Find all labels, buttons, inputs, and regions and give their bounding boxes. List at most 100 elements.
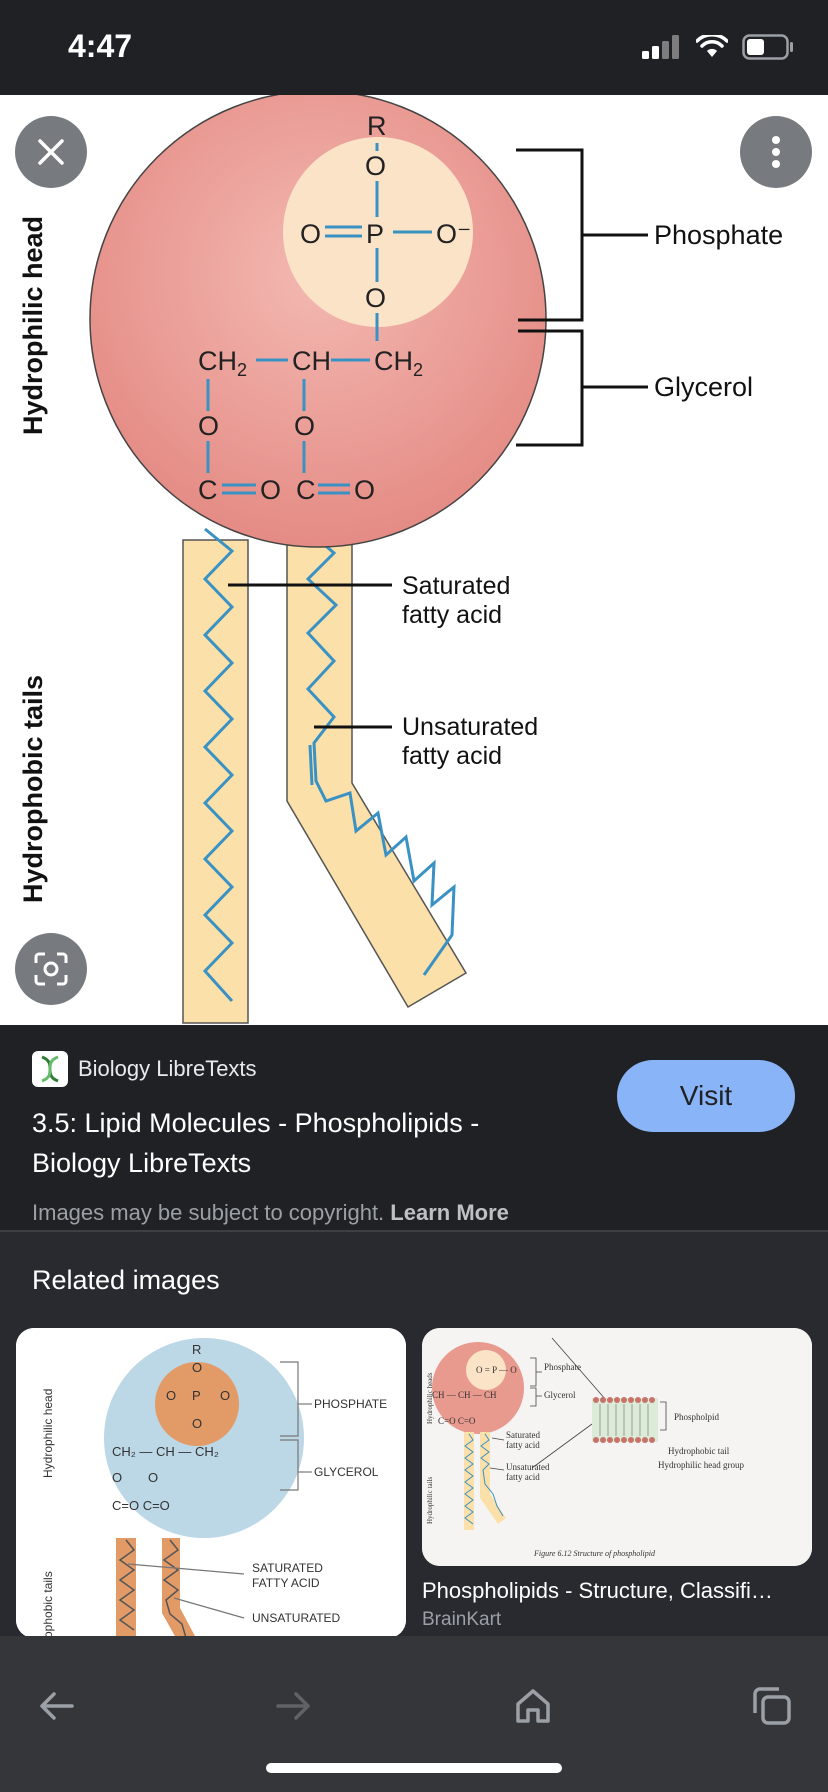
svg-text:C=O C=O: C=O C=O — [438, 1416, 476, 1426]
svg-text:O: O — [192, 1360, 202, 1375]
related-image-2-title[interactable]: Phospholipids - Structure, Classifi… — [422, 1578, 773, 1603]
back-button[interactable] — [26, 1676, 86, 1736]
close-icon — [38, 139, 64, 165]
dna-icon — [41, 1055, 59, 1083]
card1-label-sat1: SATURATED — [252, 1561, 323, 1575]
saturated-tail-shape — [182, 539, 249, 1024]
chem-o-left: O — [300, 219, 321, 249]
chem-o-minus: O⁻ — [436, 219, 471, 249]
chem-ch: CH — [292, 346, 331, 376]
chem-p: P — [366, 219, 384, 249]
result-info-panel: Biology LibreTexts 3.5: Lipid Molecules … — [0, 1025, 828, 1230]
card2-label-glycerol: Glycerol — [544, 1390, 576, 1400]
forward-button[interactable] — [264, 1676, 324, 1736]
result-title[interactable]: 3.5: Lipid Molecules - Phospholipids - B… — [32, 1108, 480, 1178]
card2-label-fatty-acid-2: fatty acid — [506, 1472, 540, 1482]
wifi-icon — [696, 35, 728, 57]
unsaturated-chain — [305, 527, 456, 976]
chem-o-chain-right: O — [294, 411, 315, 441]
chem-c-right: C — [296, 475, 316, 505]
learn-more-link[interactable]: Learn More — [390, 1200, 509, 1225]
svg-text:O: O — [192, 1416, 202, 1431]
forward-arrow-icon — [276, 1692, 310, 1720]
chem-o-ester-right: O — [354, 475, 375, 505]
phospholipid-diagram: R O O P O⁻ O CH2 CH CH2 O O C O C O — [18, 95, 783, 1024]
label-saturated-line2: fatty acid — [402, 601, 502, 629]
card2-label-hydrophobic-tail: Hydrophobic tail — [668, 1446, 730, 1456]
tabs-button[interactable] — [742, 1676, 802, 1736]
home-button[interactable] — [503, 1676, 563, 1736]
cellular-signal-icon — [642, 35, 679, 59]
label-unsaturated-line1: Unsaturated — [402, 713, 538, 741]
chem-ch2-left: CH2 — [198, 346, 247, 380]
source-name: Biology LibreTexts — [78, 1056, 257, 1081]
card2-caption: Figure 6.12 Structure of phospholipid — [533, 1549, 656, 1558]
home-icon — [516, 1689, 550, 1723]
card2-label-fatty-acid-1: fatty acid — [506, 1440, 540, 1450]
svg-text:O: O — [220, 1388, 230, 1403]
svg-text:O: O — [148, 1470, 158, 1485]
card1-label-glycerol: GLYCEROL — [314, 1465, 379, 1479]
card2-label-unsaturated: Unsaturated — [506, 1462, 550, 1472]
source-favicon — [32, 1051, 68, 1087]
label-saturated-line1: Saturated — [402, 572, 510, 600]
card1-label-tails: ophobic tails — [41, 1571, 55, 1638]
label-glycerol: Glycerol — [654, 372, 753, 402]
svg-text:C=O C=O: C=O C=O — [112, 1498, 170, 1513]
label-hydrophilic-head: Hydrophilic head — [18, 216, 48, 435]
copyright-text: Images may be subject to copyright. — [32, 1200, 385, 1225]
more-vert-icon — [772, 136, 780, 168]
close-button[interactable] — [15, 116, 87, 188]
chem-r: R — [367, 111, 387, 141]
card1-label-phosphate: PHOSPHATE — [314, 1397, 387, 1411]
copyright-notice: Images may be subject to copyright. Lear… — [32, 1200, 509, 1226]
chem-o-top: O — [365, 151, 386, 181]
related-images-heading: Related images — [32, 1265, 220, 1295]
card2-side-tails: Hydrophilic tails — [426, 1476, 434, 1524]
related-image-card-1[interactable]: R O P O O O CH₂ — CH — CH₂ O O C=O C=O P… — [16, 1328, 406, 1638]
card1-label-unsat: UNSATURATED — [252, 1611, 341, 1625]
related-image-1-thumbnail: R O P O O O CH₂ — CH — CH₂ O O C=O C=O P… — [16, 1328, 406, 1638]
svg-text:CH — CH — CH: CH — CH — CH — [432, 1390, 497, 1400]
source-row[interactable]: Biology LibreTexts — [32, 1051, 257, 1087]
saturated-chain — [202, 527, 235, 1003]
lens-icon — [34, 952, 68, 986]
status-icons — [642, 34, 794, 60]
card2-label-phospholipid: Phospholpid — [674, 1412, 720, 1422]
more-options-button[interactable] — [740, 116, 812, 188]
card2-label-phosphate: Phosphate — [544, 1362, 581, 1372]
related-image-card-2[interactable]: O = P — O CH — CH — CH C=O C=O — [422, 1328, 812, 1566]
label-phosphate: Phosphate — [654, 220, 783, 250]
related-image-2-thumbnail: O = P — O CH — CH — CH C=O C=O — [422, 1328, 812, 1566]
tabs-icon — [753, 1687, 791, 1725]
label-unsaturated-line2: fatty acid — [402, 742, 502, 770]
chem-ch2-right: CH2 — [374, 346, 423, 380]
back-arrow-icon — [40, 1692, 74, 1720]
svg-text:O: O — [166, 1388, 176, 1403]
svg-text:P: P — [192, 1388, 201, 1403]
svg-text:CH₂ — CH — CH₂: CH₂ — CH — CH₂ — [112, 1444, 219, 1459]
home-indicator[interactable] — [266, 1763, 562, 1773]
card1-label-sat2: FATTY ACID — [252, 1576, 320, 1590]
card2-side-heads: Hydrophilic heads — [426, 1372, 434, 1424]
lens-search-button[interactable] — [15, 933, 87, 1005]
card2-label-hydrophilic-head-group: Hydrophilic head group — [658, 1460, 744, 1470]
phosphate-circle — [283, 137, 473, 327]
label-hydrophobic-tails: Hydrophobic tails — [18, 675, 48, 903]
svg-text:O = P — O: O = P — O — [476, 1365, 517, 1375]
chem-c-left: C — [198, 475, 218, 505]
status-time: 4:47 — [68, 28, 133, 64]
related-image-2-source: BrainKart — [422, 1609, 502, 1630]
visit-button[interactable]: Visit — [617, 1060, 795, 1132]
image-viewer[interactable]: R O O P O⁻ O CH2 CH CH2 O O C O C O — [0, 95, 828, 1025]
section-divider — [0, 1230, 828, 1232]
battery-icon — [742, 34, 793, 60]
status-bar: 4:47 — [0, 0, 828, 95]
card1-label-head: Hydrophilic head — [41, 1389, 55, 1478]
chem-o-lower: O — [365, 283, 386, 313]
card2-label-saturated: Saturated — [506, 1430, 540, 1440]
chem-o-ester-left: O — [260, 475, 281, 505]
svg-text:O: O — [112, 1470, 122, 1485]
chem-o-chain-left: O — [198, 411, 219, 441]
svg-text:R: R — [192, 1342, 201, 1357]
